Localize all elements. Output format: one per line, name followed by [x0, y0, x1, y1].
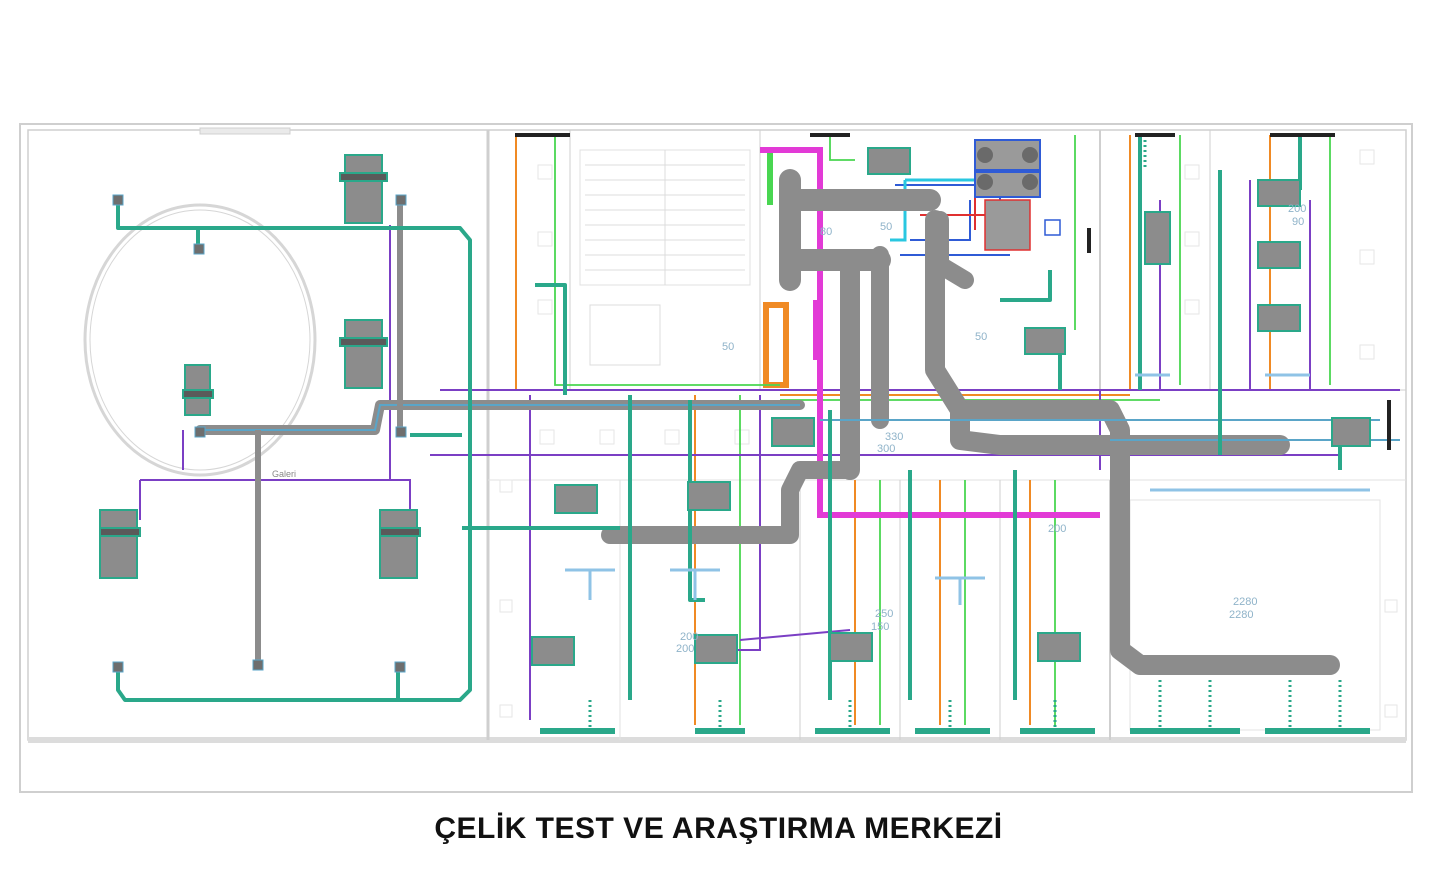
fan-coil-unit-icon	[99, 509, 141, 579]
room-label-galeri: Galeri	[272, 469, 296, 479]
dimension-label: 200	[676, 643, 694, 655]
plan-labels: Galeri 50 50 50 80 330 300 200 200 250 1…	[272, 203, 1306, 655]
fan-coil-unit-icon	[339, 319, 388, 389]
staircase	[585, 150, 745, 285]
dimension-label: 80	[820, 226, 832, 238]
fan-coil-unit-icon	[379, 509, 421, 579]
dimension-label: 90	[1292, 216, 1304, 228]
dimension-label: 50	[975, 331, 987, 343]
dimension-label: 330	[885, 431, 903, 443]
fan-coil-unit-icon	[1257, 241, 1301, 269]
linear-grilles-top	[515, 133, 1391, 450]
fan-coil-unit-icon	[1024, 327, 1066, 355]
dimension-label: 50	[722, 341, 734, 353]
fan-coil-unit-icon	[867, 147, 911, 175]
fan-coil-unit-icon	[694, 634, 738, 664]
floor-grilles	[540, 728, 1370, 734]
dimension-label: 200	[680, 631, 698, 643]
dimension-label: 200	[1288, 203, 1306, 215]
grille-stems	[588, 140, 1342, 728]
dimension-label: 2280	[1233, 596, 1257, 608]
fan-coil-unit-icon	[1144, 211, 1171, 265]
valve-boxes	[112, 194, 407, 673]
plan-title: ÇELİK TEST VE ARAŞTIRMA MERKEZİ	[434, 812, 1003, 845]
fan-coil-unit-icon	[829, 632, 873, 662]
fan-coil-unit-icon	[531, 636, 575, 666]
dimension-label: 300	[877, 443, 895, 455]
fan-coil-unit-icon	[1331, 417, 1371, 447]
fan-coil-unit-icon	[339, 154, 388, 224]
fan-coil-units	[99, 147, 1371, 666]
building-walls	[19, 123, 1413, 793]
fan-coil-unit-icon	[1257, 304, 1301, 332]
fan-coil-unit-icon	[1257, 179, 1301, 207]
dimension-label: 250	[875, 608, 893, 620]
gallery-void	[83, 203, 317, 477]
branch-ducts	[255, 200, 403, 665]
hvac-floor-plan: Galeri 50 50 50 80 330 300 200 200 250 1…	[19, 123, 1413, 793]
dimension-label: 2280	[1229, 609, 1253, 621]
fan-coil-unit-icon	[182, 364, 214, 416]
fan-coil-unit-icon	[687, 481, 731, 511]
fan-coil-unit-icon	[771, 417, 815, 447]
fan-coil-unit-icon	[1037, 632, 1081, 662]
magenta-pipes	[760, 147, 1100, 518]
dimension-label: 150	[871, 621, 889, 633]
fan-coil-unit-icon	[554, 484, 598, 514]
floor-tiles	[499, 149, 1398, 718]
dimension-label: 200	[1048, 523, 1066, 535]
chiller-icon	[974, 139, 1061, 251]
diffusers	[565, 373, 1370, 605]
dimension-label: 50	[880, 221, 892, 233]
